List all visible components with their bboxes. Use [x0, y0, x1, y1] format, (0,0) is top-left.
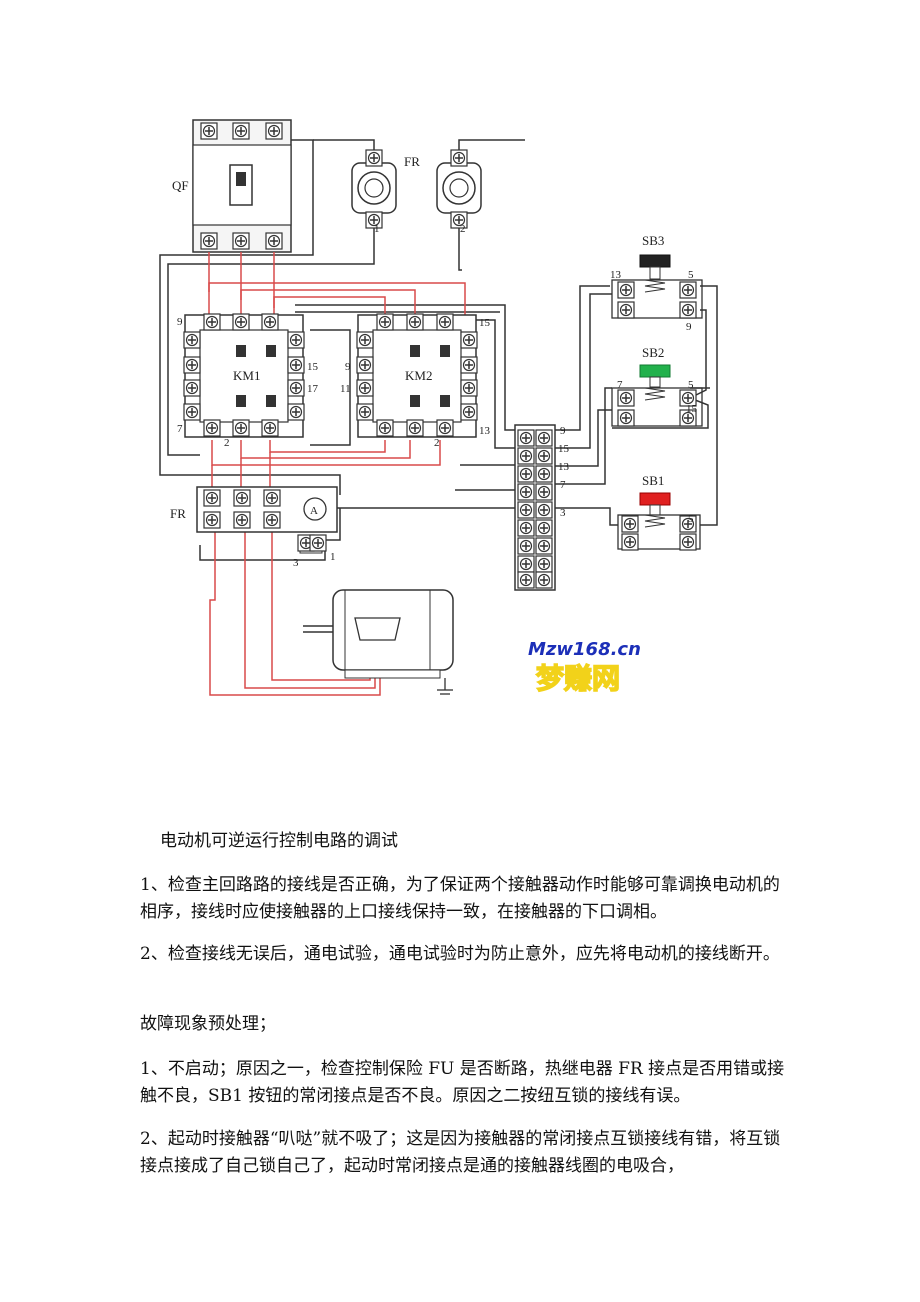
ammeter-label: A: [310, 505, 318, 517]
wiring-diagram: QF FR 1 2: [159, 119, 718, 696]
tb-terminal-13: 13: [558, 461, 570, 473]
sb2-terminal-15: 15: [686, 403, 698, 415]
km1-contactor: [183, 313, 305, 438]
km1-terminal-2: 2: [224, 437, 230, 449]
fuse-2: [436, 149, 482, 229]
qf-label: QF: [172, 178, 189, 193]
sb3-label: SB3: [642, 233, 664, 248]
sb2-terminal-7: 7: [617, 379, 623, 391]
paragraph-2: 2、检查接线无误后，通电试验，通电试验时为防止意外，应先将电动机的接线断开。: [140, 944, 780, 964]
sb3-terminal-13: 13: [610, 269, 622, 281]
sb1-label: SB1: [642, 473, 664, 488]
sb1-terminal-5: 5: [688, 513, 694, 525]
paragraph-1: 1、检查主回路路的接线是否正确，为了保证两个接触器动作时能够可靠调换电动机的相序…: [140, 875, 780, 922]
fr-top-label: FR: [404, 154, 420, 169]
watermark-name: 梦赚网: [536, 662, 620, 695]
km2-terminal-2: 2: [434, 437, 440, 449]
paragraph-3: 故障现象预处理；: [140, 1014, 276, 1034]
control-wires: [159, 139, 718, 561]
watermark-url: Mzw168.cn: [528, 639, 641, 660]
fr-terminal-3: 3: [293, 557, 299, 569]
km1-terminal-17: 17: [307, 383, 319, 395]
tb-terminal-7: 7: [560, 479, 566, 491]
fuse-1: [351, 149, 397, 229]
km1-label: KM1: [233, 368, 260, 383]
km1-terminal-7: 7: [177, 423, 183, 435]
terminal-block: [514, 424, 556, 591]
fuse2-terminal: 2: [460, 223, 466, 235]
tb-terminal-9: 9: [560, 425, 566, 437]
sb2-label: SB2: [642, 345, 664, 360]
km2-terminal-9: 9: [345, 361, 351, 373]
sb1-button: [617, 492, 701, 551]
km2-label: KM2: [405, 368, 432, 383]
thermal-relay: [196, 486, 338, 554]
km2-terminal-11: 11: [340, 383, 351, 395]
sb2-terminal-5: 5: [688, 379, 694, 391]
sb3-button: [611, 254, 703, 319]
paragraph-5: 2、起动时接触器“叭哒”就不吸了；这是因为接触器的常闭接点互锁接线有错，将互锁接…: [140, 1129, 781, 1176]
km2-contactor: [356, 313, 478, 438]
sb3-terminal-5: 5: [688, 269, 694, 281]
motor: [303, 589, 454, 695]
qf-breaker: [192, 119, 292, 253]
km1-terminal-9: 9: [177, 316, 183, 328]
paragraph-4: 1、不启动；原因之一，检查控制保险 FU 是否断路，热继电器 FR 接点是否用错…: [140, 1059, 785, 1106]
tb-terminal-15: 15: [558, 443, 570, 455]
fr-terminal-1: 1: [330, 551, 336, 563]
km2-terminal-15: 15: [479, 317, 491, 329]
km1-terminal-15: 15: [307, 361, 319, 373]
tb-terminal-3: 3: [560, 507, 566, 519]
sb2-button: [611, 364, 703, 427]
watermark-logo: Mzw168.cn 梦赚网: [528, 639, 641, 696]
doc-title: 电动机可逆运行控制电路的调试: [160, 831, 398, 851]
fr-bottom-label: FR: [170, 506, 186, 521]
fuse1-terminal: 1: [374, 223, 380, 235]
km2-terminal-13: 13: [479, 425, 491, 437]
sb3-terminal-9: 9: [686, 321, 692, 333]
